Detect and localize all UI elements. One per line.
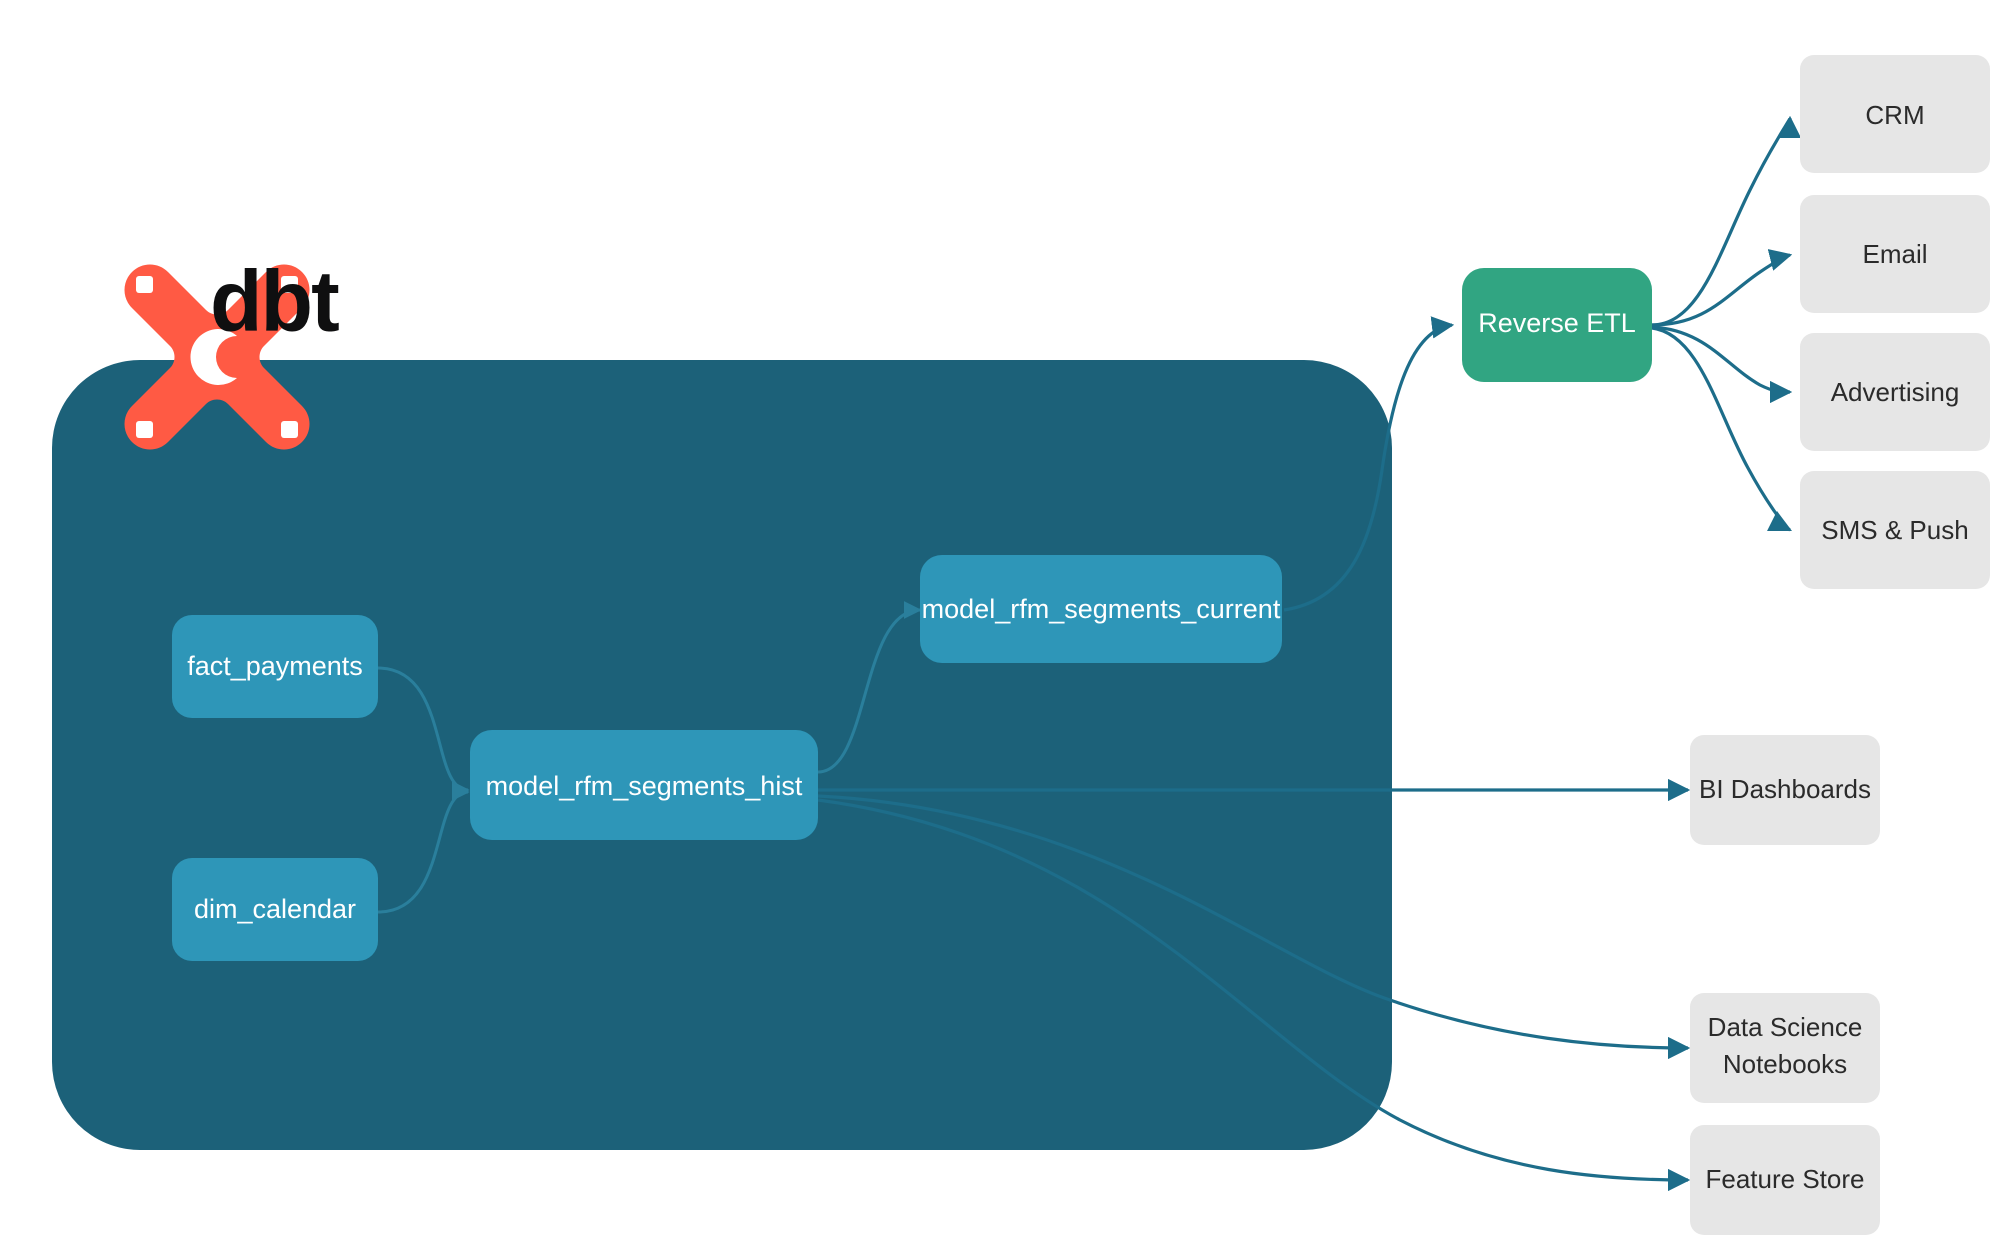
node-feature-store[interactable]: Feature Store bbox=[1690, 1125, 1880, 1235]
node-reverse-etl[interactable]: Reverse ETL bbox=[1462, 268, 1652, 382]
node-bi-dashboards[interactable]: BI Dashboards bbox=[1690, 735, 1880, 845]
node-fact-payments[interactable]: fact_payments bbox=[172, 615, 378, 718]
model-nodes: fact_payments dim_calendar model_rfm_seg… bbox=[172, 555, 1282, 961]
node-model-rfm-segments-current-label: model_rfm_segments_current bbox=[922, 594, 1281, 624]
node-model-rfm-segments-hist[interactable]: model_rfm_segments_hist bbox=[470, 730, 818, 840]
consumer-nodes: BI Dashboards Data Science Notebooks Fea… bbox=[1690, 735, 1880, 1235]
node-fact-payments-label: fact_payments bbox=[187, 651, 363, 681]
node-email-label: Email bbox=[1862, 239, 1927, 269]
node-bi-dashboards-label: BI Dashboards bbox=[1699, 774, 1871, 804]
node-sms-push-label: SMS & Push bbox=[1821, 515, 1968, 545]
edge-hist-to-current bbox=[817, 601, 922, 774]
edge-reverse-etl-to-crm bbox=[1651, 115, 1802, 327]
node-advertising[interactable]: Advertising bbox=[1800, 333, 1990, 451]
internal-edges bbox=[377, 601, 922, 914]
destination-nodes: CRM Email Advertising SMS & Push bbox=[1800, 55, 1990, 589]
node-dim-calendar-label: dim_calendar bbox=[194, 894, 356, 924]
node-data-science-notebooks-label-line2: Notebooks bbox=[1723, 1049, 1847, 1079]
edge-reverse-etl-to-advertising bbox=[1651, 325, 1793, 404]
node-feature-store-label: Feature Store bbox=[1706, 1164, 1865, 1194]
node-model-rfm-segments-hist-label: model_rfm_segments_hist bbox=[486, 771, 803, 801]
node-advertising-label: Advertising bbox=[1831, 377, 1960, 407]
edge-reverse-etl-to-email bbox=[1651, 249, 1793, 327]
edge-reverse-etl-to-sms-push bbox=[1651, 326, 1793, 532]
node-sms-push[interactable]: SMS & Push bbox=[1800, 471, 1990, 589]
node-model-rfm-segments-current[interactable]: model_rfm_segments_current bbox=[920, 555, 1282, 663]
edge-hist-to-data-science bbox=[817, 794, 1691, 1060]
node-crm[interactable]: CRM bbox=[1800, 55, 1990, 173]
external-edges bbox=[817, 115, 1802, 1192]
node-crm-label: CRM bbox=[1865, 100, 1924, 130]
node-email[interactable]: Email bbox=[1800, 195, 1990, 313]
edge-dim-calendar-to-hist bbox=[377, 783, 470, 914]
node-data-science-notebooks[interactable]: Data Science Notebooks bbox=[1690, 993, 1880, 1103]
node-dim-calendar[interactable]: dim_calendar bbox=[172, 858, 378, 961]
dbt-wordmark: dbt bbox=[210, 254, 339, 350]
edge-hist-to-feature-store bbox=[817, 798, 1691, 1192]
dbt-logo-icon bbox=[124, 264, 310, 450]
node-data-science-notebooks-label-line1: Data Science bbox=[1708, 1012, 1863, 1042]
dbt-brand: dbt bbox=[124, 254, 341, 450]
edge-current-to-reverse-etl bbox=[1283, 316, 1455, 612]
node-reverse-etl-label: Reverse ETL bbox=[1478, 308, 1636, 338]
